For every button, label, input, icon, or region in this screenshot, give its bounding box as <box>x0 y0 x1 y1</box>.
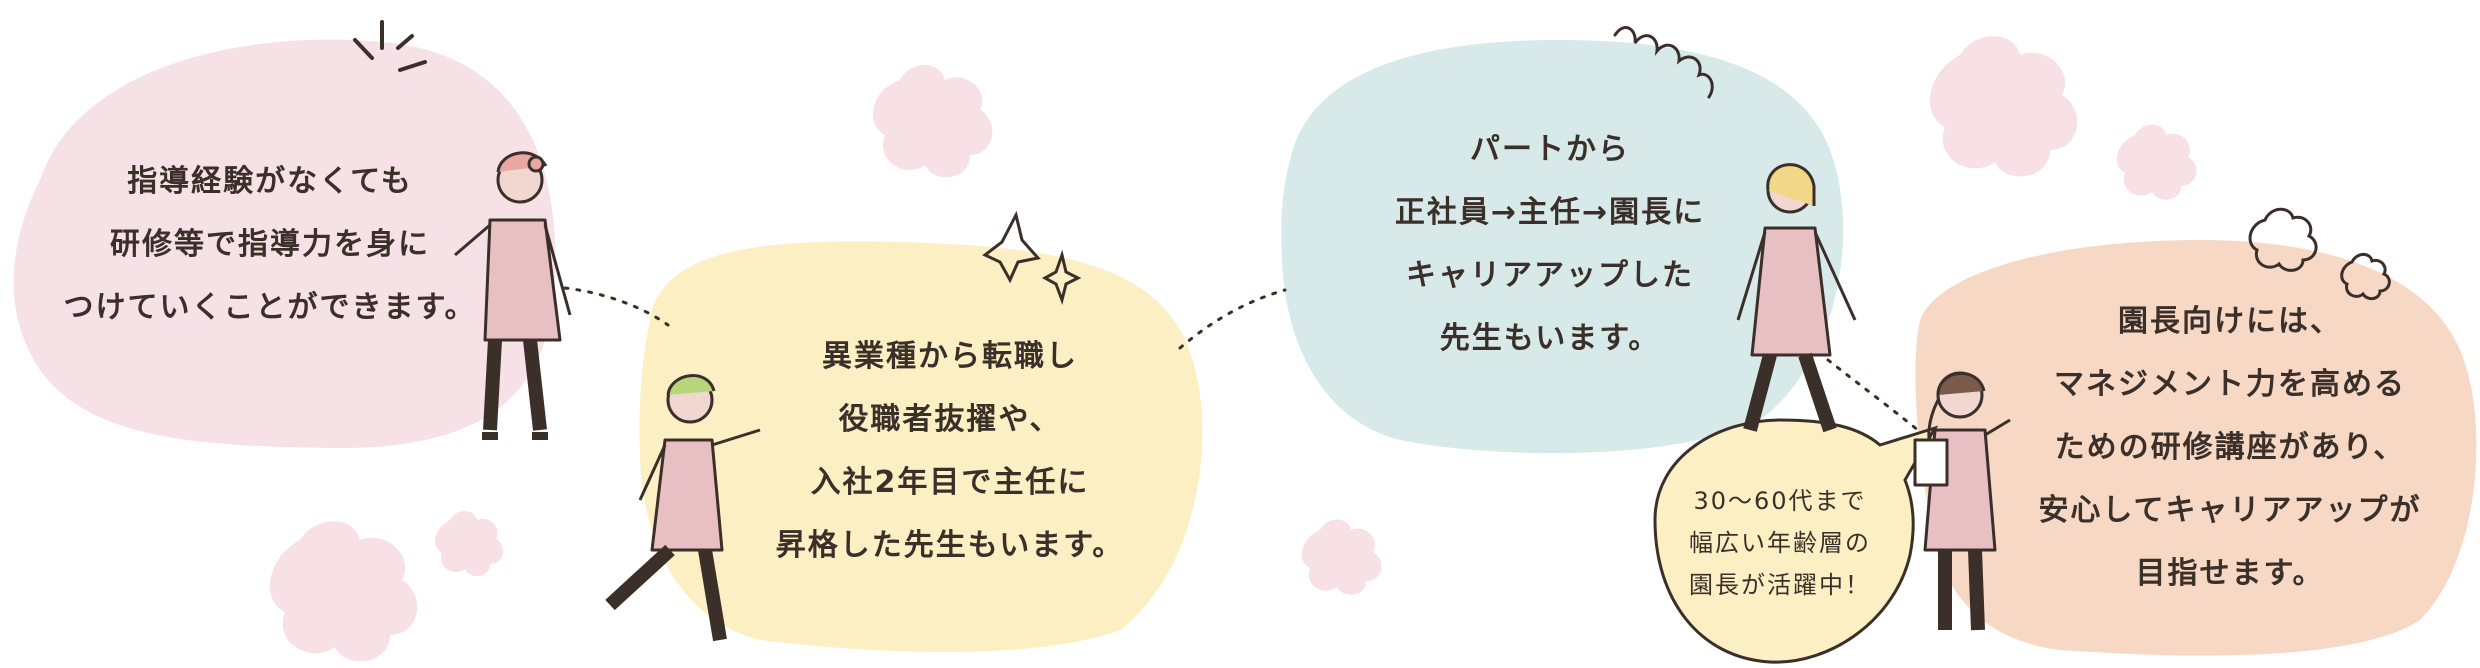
card-text-line: 園長向けには、 <box>2118 304 2342 339</box>
card-text-line: キャリアアップした <box>1406 258 1694 293</box>
card-text-line: マネジメント力を高める <box>2054 367 2406 402</box>
career-card-pink: 指導経験がなくても 研修等で指導力を身に つけていくことができます。 <box>40 150 500 339</box>
person-illustration <box>605 374 761 642</box>
flower-decoration <box>269 36 2197 662</box>
bubble-peach <box>1915 240 2477 656</box>
speech-text-line: 園長が活躍中！ <box>1689 571 1871 599</box>
card-text-line: 目指せます。 <box>2135 556 2325 591</box>
card-text-line: 安心してキャリアアップが <box>2038 493 2422 528</box>
person-illustration <box>1913 371 2011 631</box>
card-text-line: 先生もいます。 <box>1439 321 1661 356</box>
card-text-line: 研修等で指導力を身に <box>110 227 430 262</box>
card-text-line: パートから <box>1470 132 1630 167</box>
career-card-yellow: 異業種から転職し 役職者抜擢や、 入社2年目で主任に 昇格した先生もいます。 <box>745 325 1155 577</box>
card-text-line: 昇格した先生もいます。 <box>775 528 1125 563</box>
sparkle-decoration <box>353 20 2391 306</box>
card-text-line: 役職者抜擢や、 <box>838 402 1062 437</box>
speech-bubble-text: 30〜60代まで 幅広い年齢層の 園長が活躍中！ <box>1665 480 1895 606</box>
person-illustration <box>454 151 572 440</box>
dotted-connector <box>563 286 1932 442</box>
card-text-line: つけていくことができます。 <box>63 290 477 325</box>
bubble-pink <box>13 39 556 449</box>
card-text-line: 正社員→主任→園長に <box>1394 195 1706 230</box>
card-text-line: 指導経験がなくても <box>127 164 413 199</box>
speech-text-line: 幅広い年齢層の <box>1689 529 1871 557</box>
bubble-yellow <box>639 241 1203 652</box>
speech-bubble <box>1653 418 1939 664</box>
card-text-line: ための研修講座があり、 <box>2054 430 2406 465</box>
speech-text-line: 30〜60代まで <box>1693 487 1867 515</box>
career-card-teal: パートから 正社員→主任→園長に キャリアアップした 先生もいます。 <box>1340 118 1760 370</box>
career-card-peach: 園長向けには、 マネジメント力を高める ための研修講座があり、 安心してキャリア… <box>2020 290 2440 605</box>
bubble-teal <box>1281 40 1844 454</box>
card-text-line: 異業種から転職し <box>822 339 1078 374</box>
card-text-line: 入社2年目で主任に <box>810 465 1090 500</box>
person-illustration <box>1736 163 1857 433</box>
